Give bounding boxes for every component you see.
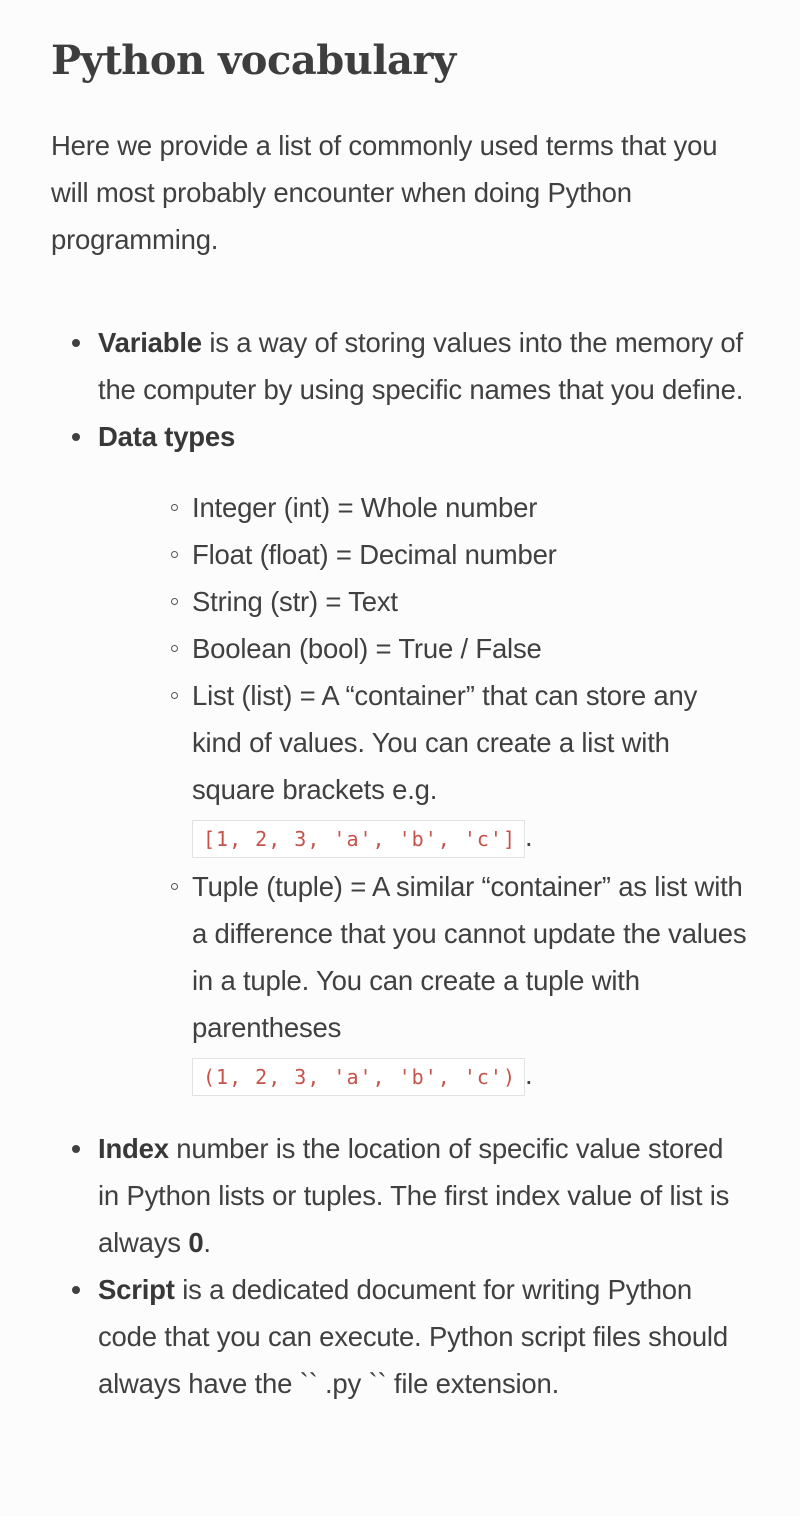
term-variable: Variable <box>98 327 202 358</box>
term-description: number is the location of specific value… <box>98 1133 730 1258</box>
bullet-circle-icon <box>171 504 178 511</box>
sub-item-tuple: Tuple (tuple) = A similar “container” as… <box>171 863 750 1101</box>
code-line: (1, 2, 3, 'a', 'b', 'c'). <box>192 1051 750 1101</box>
page-title: Python vocabulary <box>51 37 456 84</box>
code-suffix: . <box>524 1059 533 1090</box>
list-item-script: Script is a dedicated document for writi… <box>72 1266 750 1407</box>
inline-code-tuple: (1, 2, 3, 'a', 'b', 'c') <box>192 1058 525 1096</box>
code-line: [1, 2, 3, 'a', 'b', 'c']. <box>192 813 750 863</box>
list-item-index: Index number is the location of specific… <box>72 1125 750 1266</box>
sub-item-list: List (list) = A “container” that can sto… <box>171 672 750 863</box>
sub-item-text: Tuple (tuple) = A similar “container” as… <box>192 871 747 1043</box>
inline-code-list: [1, 2, 3, 'a', 'b', 'c'] <box>192 820 525 858</box>
term-script: Script <box>98 1274 175 1305</box>
sub-item-text: String (str) = Text <box>192 586 398 617</box>
sub-item-float: Float (float) = Decimal number <box>171 531 750 578</box>
sub-item-text: Float (float) = Decimal number <box>192 539 557 570</box>
sub-item-text: List (list) = A “container” that can sto… <box>192 680 698 805</box>
intro-paragraph: Here we provide a list of commonly used … <box>51 130 718 255</box>
bullet-disc-icon <box>72 1286 80 1294</box>
sub-item-boolean: Boolean (bool) = True / False <box>171 625 750 672</box>
list-item-variable: Variable is a way of storing values into… <box>72 319 750 413</box>
bullet-circle-icon <box>171 598 178 605</box>
bullet-disc-icon <box>72 1145 80 1153</box>
term-description: is a way of storing values into the memo… <box>98 327 744 405</box>
term-description: is a dedicated document for writing Pyth… <box>98 1274 728 1399</box>
bullet-circle-icon <box>171 551 178 558</box>
bullet-disc-icon <box>72 339 80 347</box>
bullet-circle-icon <box>171 883 178 890</box>
code-suffix: . <box>524 821 533 852</box>
term-index: Index <box>98 1133 169 1164</box>
term-data-types: Data types <box>98 421 236 452</box>
page: Python vocabulary Here we provide a list… <box>51 37 750 1407</box>
bullet-circle-icon <box>171 692 178 699</box>
emphasis-zero: 0 <box>188 1227 204 1258</box>
sub-item-text: Integer (int) = Whole number <box>192 492 538 523</box>
vocabulary-list: Variable is a way of storing values into… <box>51 319 750 1407</box>
term-suffix: . <box>203 1227 211 1258</box>
data-types-list: Integer (int) = Whole number Float (floa… <box>98 484 750 1101</box>
sub-item-string: String (str) = Text <box>171 578 750 625</box>
bullet-circle-icon <box>171 645 178 652</box>
sub-item-text: Boolean (bool) = True / False <box>192 633 542 664</box>
sub-item-integer: Integer (int) = Whole number <box>171 484 750 531</box>
list-item-data-types: Data types Integer (int) = Whole number … <box>72 413 750 1101</box>
bullet-disc-icon <box>72 433 80 441</box>
